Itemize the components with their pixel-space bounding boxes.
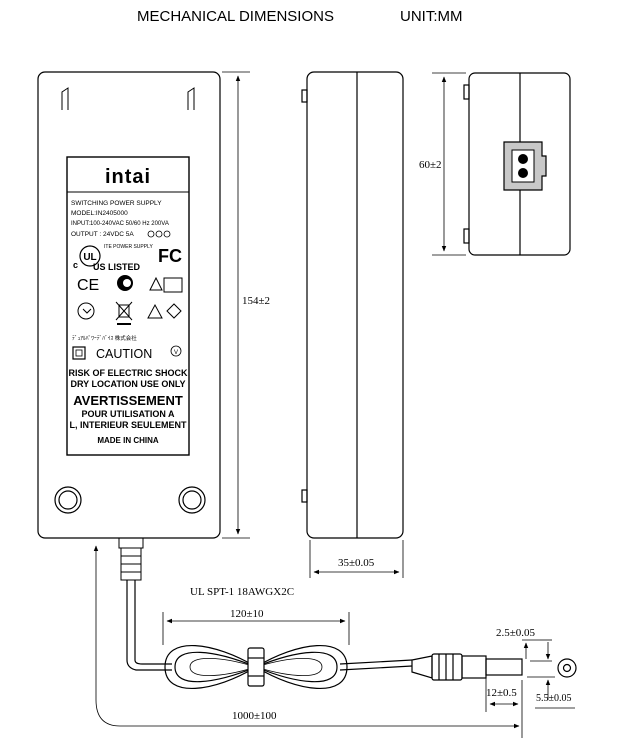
thickness-value: 35±0.05 xyxy=(338,557,375,569)
ce-mark: CE xyxy=(77,277,99,294)
coil-length-value: 120±10 xyxy=(230,608,264,620)
caution-text: CAUTION xyxy=(96,347,152,361)
cable-spec: UL SPT-1 18AWGX2C xyxy=(190,586,294,598)
efficiency-mark: V xyxy=(170,345,182,357)
drawing-title: MECHANICAL DIMENSIONS xyxy=(137,8,334,25)
plug-outer-value: 2.5±0.05 xyxy=(496,627,536,639)
label-line1: SWITCHING POWER SUPPLY xyxy=(71,200,162,207)
width-value: 60±2 xyxy=(419,159,442,171)
brand-logo: intai xyxy=(105,166,151,188)
plug-diameter-dimension xyxy=(527,676,575,709)
height-value: 154±2 xyxy=(242,295,270,307)
ac-inlet-icon xyxy=(503,141,547,191)
svg-text:UL: UL xyxy=(83,252,96,263)
fcc-mark: FC xyxy=(158,246,182,266)
japanese-text: ﾃﾞｭｱﾙﾊﾟﾜｰﾃﾞﾊﾞｲｽ 株式会社 xyxy=(72,334,137,342)
label-model: MODEL:IN2405000 xyxy=(71,210,128,217)
safety-mark xyxy=(77,302,95,320)
avertissement-line2: L, INTERIEUR SEULEMENT xyxy=(69,420,187,430)
label-input: INPUT:100-240VAC 50/60 Hz 200VA xyxy=(71,221,169,227)
plug-length-dimension xyxy=(485,678,519,712)
avertissement-line1: POUR UTILISATION A xyxy=(82,409,175,419)
plug-diameter-value: 5.5±0.05 xyxy=(536,693,572,704)
rubber-foot-right xyxy=(178,486,206,514)
warning-line2: DRY LOCATION USE ONLY xyxy=(70,379,185,389)
dc-plug xyxy=(411,653,577,681)
product-label: intai SWITCHING POWER SUPPLY MODEL:IN240… xyxy=(66,156,190,456)
strain-relief xyxy=(118,537,144,581)
polarity-symbol xyxy=(147,230,171,238)
cable-tie xyxy=(247,647,265,687)
warning-triangle-icon xyxy=(147,303,182,319)
plug-outer-dimension xyxy=(522,639,552,662)
avertissement-title: AVERTISSEMENT xyxy=(73,393,183,408)
svg-text:c: c xyxy=(73,260,78,270)
ul-mark: UL c xyxy=(73,245,101,270)
warning-line1: RISK OF ELECTRIC SHOCK xyxy=(68,368,188,378)
svg-text:V: V xyxy=(174,350,178,356)
cable-length-value: 1000±100 xyxy=(232,710,277,722)
unit-label: UNIT:MM xyxy=(400,8,463,25)
rubber-foot-left xyxy=(54,486,82,514)
made-in-label: MADE IN CHINA xyxy=(97,436,159,445)
c-tick-mark xyxy=(117,275,133,291)
width-dimension xyxy=(432,72,466,256)
height-dimension xyxy=(222,71,250,539)
ul-listed: US LISTED xyxy=(93,262,141,272)
caution-box-icon xyxy=(72,346,86,360)
side-view xyxy=(301,71,404,539)
weee-icon xyxy=(115,301,133,325)
cable-length-dimension xyxy=(93,545,523,738)
label-output: OUTPUT : 24VDC 5A xyxy=(71,231,134,238)
plug-length-value: 12±0.5 xyxy=(486,687,517,699)
ccc-mark xyxy=(149,276,183,293)
ul-text: ITE POWER SUPPLY xyxy=(104,244,153,250)
